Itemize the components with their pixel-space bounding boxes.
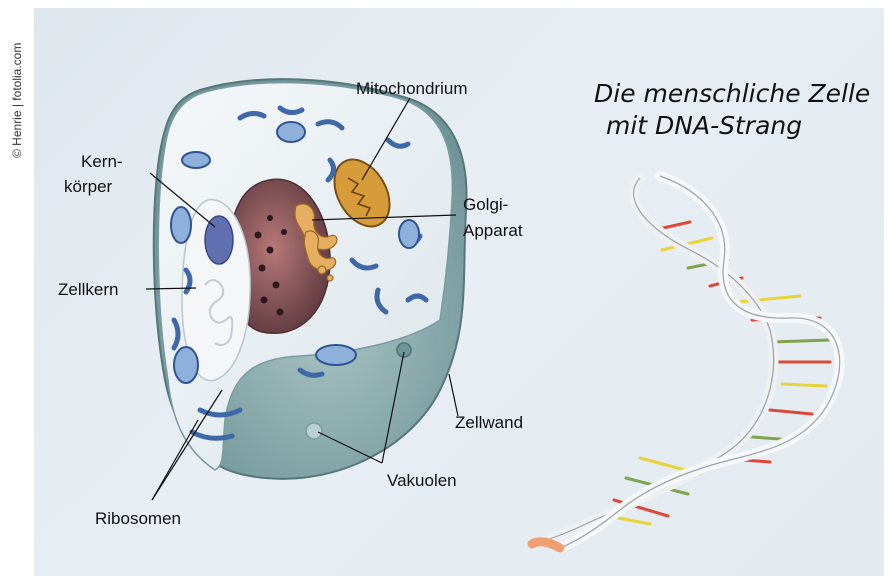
title-line-1: Die menschliche Zelle [594,78,870,110]
cell [154,79,467,479]
label-ribosomen: Ribosomen [95,508,181,529]
label-vakuolen: Vakuolen [387,470,457,491]
label-kernkoerper-line-1: Kern- [81,151,123,172]
label-golgi-line-2: Apparat [463,220,523,241]
nucleolus [205,216,233,264]
label-zellkern: Zellkern [58,279,118,300]
title-line-2: mit DNA-Strang [594,110,870,142]
label-mitochondrium: Mitochondrium [356,78,468,99]
dna-strand [532,176,840,548]
figure-title: Die menschliche Zelle mit DNA-Strang [594,78,870,142]
label-kernkoerper-line-2: körper [64,176,112,197]
label-zellwand: Zellwand [455,412,523,433]
vacuole-2 [306,423,322,439]
label-golgi-line-1: Golgi- [463,194,508,215]
